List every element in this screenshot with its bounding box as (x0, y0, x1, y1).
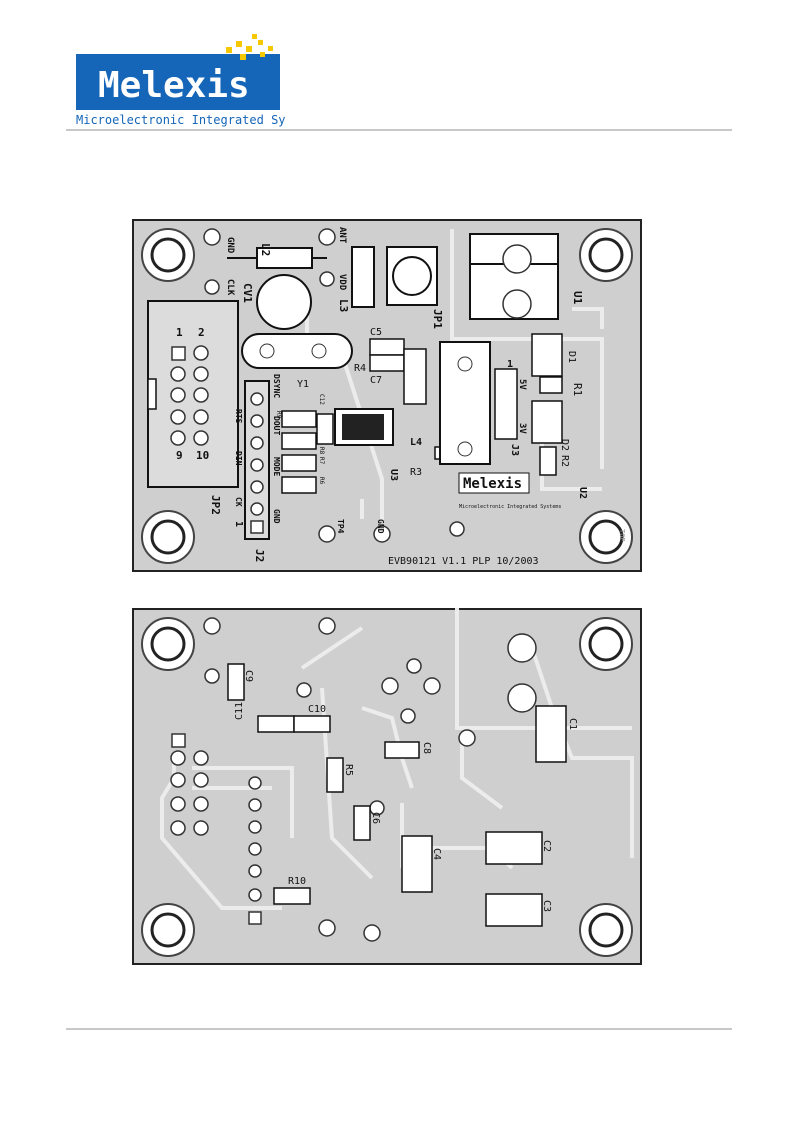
label-din: DIN (234, 451, 243, 466)
label-jp1: JP1 (431, 309, 444, 329)
label-r8: R8 (318, 447, 325, 455)
melexis-logo: Melexis Microelectronic Integrated Syste… (76, 34, 286, 127)
label-y1: Y1 (297, 379, 309, 390)
label-c8: C8 (421, 742, 432, 754)
label-c9: C9 (243, 670, 254, 682)
label-gnd-j2: GND (272, 509, 281, 524)
label-dout: DOUT (272, 416, 281, 435)
label-gnd-bottom: GND (376, 519, 385, 534)
label-c12: C12 (318, 394, 325, 405)
label-r9: R9 (275, 411, 282, 419)
label-l3: L3 (337, 299, 350, 312)
label-c2: C2 (541, 840, 552, 852)
label-dsync: DSYNC (272, 374, 281, 398)
label-r2: R2 (559, 455, 570, 467)
label-cv1: CV1 (241, 283, 254, 303)
label-tp4: TP4 (336, 519, 345, 534)
mounting-holes (141, 617, 633, 957)
label-d2: D2 (559, 439, 570, 451)
footer-rule (66, 1028, 732, 1030)
label-c11: C11 (234, 702, 245, 720)
label-clk: CLK (225, 279, 235, 296)
label-mode: MODE (272, 457, 281, 476)
board-logo-tagline: Microelectronic Integrated Systems (459, 504, 561, 510)
label-u3: U3 (388, 469, 399, 481)
label-j2-pin-1: 1 (233, 521, 244, 527)
label-pin-10: 10 (196, 449, 209, 462)
board-version: EVB90121 V1.1 PLP 10/2003 (388, 556, 539, 567)
label-5v: 5V (517, 379, 527, 390)
label-c10: C10 (308, 704, 326, 715)
label-r6: R6 (318, 477, 325, 485)
label-pin-9: 9 (176, 449, 183, 462)
label-j2: J2 (253, 549, 266, 562)
label-r4: R4 (354, 363, 366, 374)
label-c4: C4 (431, 848, 442, 860)
mounting-holes (141, 228, 633, 564)
logo-dots (226, 34, 273, 60)
logo-wordmark: Melexis (98, 65, 250, 106)
label-jp2: JP2 (209, 495, 222, 515)
label-c6: C6 (370, 812, 381, 824)
header-rule (66, 129, 732, 131)
logo-tagline: Microelectronic Integrated Systems (76, 113, 286, 127)
label-c1: C1 (567, 718, 578, 730)
label-d1: D1 (566, 351, 577, 363)
label-rts: RTS (234, 409, 243, 424)
logo-box (76, 54, 280, 110)
label-c3: C3 (541, 900, 552, 912)
pcb-bottom-layer: C9 C11 C10 C8 C1 R5 C6 C4 C2 R10 C3 (132, 608, 642, 965)
label-u1: U1 (571, 291, 584, 305)
label-j3: J3 (509, 444, 520, 456)
label-l4: L4 (410, 437, 422, 448)
label-r3: R3 (410, 467, 422, 478)
label-pin-1: 1 (176, 326, 183, 339)
pcb-top-layer: Melexis Microelectronic Integrated Syste… (132, 219, 642, 572)
label-c5: C5 (370, 327, 382, 338)
label-ck: CK (234, 497, 243, 507)
label-top-marker: TOP (618, 529, 626, 542)
label-j3-pin-1: 1 (507, 359, 513, 370)
label-l2: L2 (259, 243, 272, 256)
label-r1: R1 (571, 383, 584, 396)
label-r7: R7 (318, 457, 325, 465)
label-gnd-tl: GND (225, 237, 235, 254)
label-3v: 3V (517, 423, 527, 434)
label-pin-2: 2 (198, 326, 205, 339)
label-c7: C7 (370, 375, 382, 386)
label-r5: R5 (343, 764, 354, 776)
label-r10: R10 (288, 876, 306, 887)
label-u2: U2 (577, 487, 588, 499)
label-vdd: VDD (337, 274, 347, 291)
label-ant: ANT (337, 227, 347, 244)
board-logo: Melexis (463, 476, 522, 492)
